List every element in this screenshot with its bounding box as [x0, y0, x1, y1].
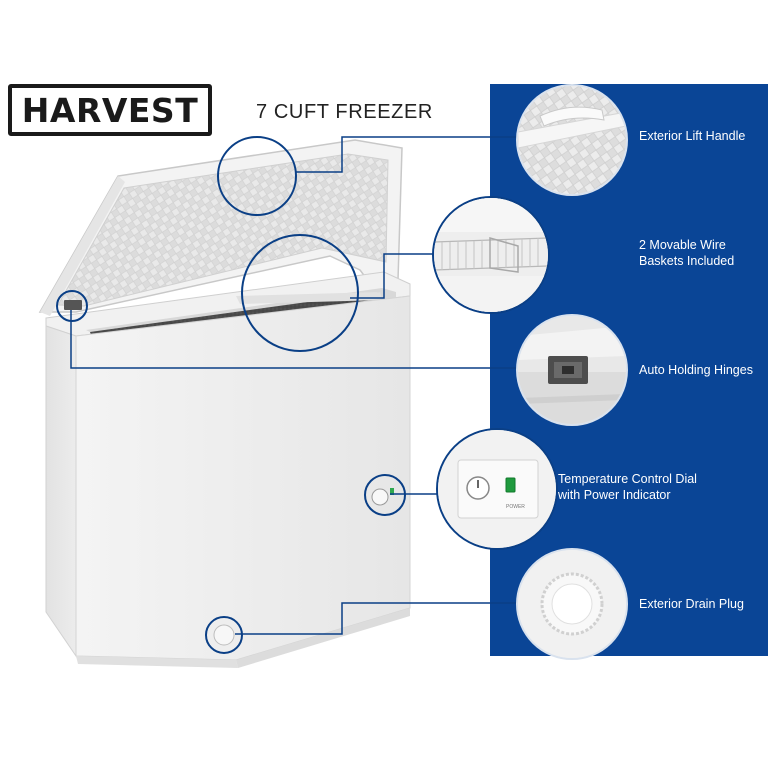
dial-highlight: [364, 474, 406, 516]
product-headline: 7 CUFT FREEZER: [256, 101, 433, 123]
feature-label-control-dial: Temperature Control Dial with Power Indi…: [558, 472, 697, 502]
lid-inner-pattern: [57, 153, 389, 307]
brand-logo-text: HARVEST: [21, 90, 199, 130]
brand-logo: HARVEST: [8, 84, 212, 136]
control-dial-icon: POWER: [438, 430, 556, 548]
hinge-icon: [518, 316, 626, 424]
drain-plug-icon: [518, 550, 626, 658]
hinge-zoom: [516, 314, 628, 426]
feature-label-holding-hinges: Auto Holding Hinges: [639, 363, 753, 377]
power-label: POWER: [506, 504, 525, 510]
hinge-highlight: [56, 290, 88, 322]
drain-plug-zoom: [516, 548, 628, 660]
basket-highlight: [241, 234, 359, 352]
feature-label-wire-baskets: 2 Movable Wire Baskets Included: [639, 238, 735, 268]
feature-label-lift-handle: Exterior Lift Handle: [639, 129, 746, 143]
wire-basket-icon: [434, 198, 548, 312]
drain-highlight: [205, 616, 243, 654]
control-dial-zoom: POWER: [436, 428, 558, 550]
lift-handle-icon: [518, 86, 626, 194]
handle-highlight: [217, 136, 297, 216]
feature-label-drain-plug: Exterior Drain Plug: [639, 597, 744, 611]
lift-handle-zoom: [516, 84, 628, 196]
wire-basket-zoom: [432, 196, 550, 314]
